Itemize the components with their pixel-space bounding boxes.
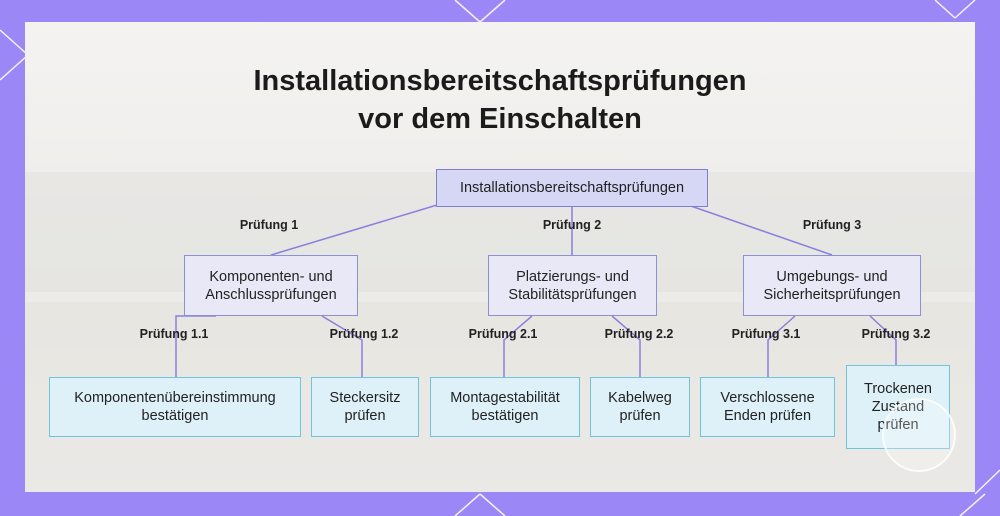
edge-label-branch-1: Prüfung 1 xyxy=(239,218,299,232)
leaf-node-3-1: Verschlossene Enden prüfen xyxy=(700,377,835,437)
branch-node-3: Umgebungs- und Sicherheitsprüfungen xyxy=(743,255,921,316)
leaf-node-2-1-label: Montagestabilität bestätigen xyxy=(450,390,560,424)
edge-root-branch-1 xyxy=(270,204,438,256)
edge-branch-1-leaf-1 xyxy=(175,315,216,377)
leaf-node-1-1: Komponentenübereinstimmung bestätigen xyxy=(49,377,301,437)
leaf-node-2-2: Kabelweg prüfen xyxy=(590,377,690,437)
watermark-logo-icon xyxy=(882,398,956,472)
edge-branch-3-leaf-2 xyxy=(869,315,897,365)
edge-branch-2-leaf-2 xyxy=(611,315,641,377)
edge-label-leaf-2-1: Prüfung 2.1 xyxy=(468,327,538,341)
edge-label-branch-2: Prüfung 2 xyxy=(542,218,602,232)
edge-branch-3-leaf-1 xyxy=(767,315,796,377)
branch-node-1-label: Komponenten- und Anschlussprüfungen xyxy=(205,268,337,303)
title-line-2: vor dem Einschalten xyxy=(358,103,642,135)
edge-label-branch-3: Prüfung 3 xyxy=(802,218,862,232)
leaf-node-2-1: Montagestabilität bestätigen xyxy=(430,377,580,437)
leaf-node-1-2: Steckersitz prüfen xyxy=(311,377,419,437)
edge-label-leaf-1-1: Prüfung 1.1 xyxy=(139,327,209,341)
branch-node-2: Platzierungs- und Stabilitätsprüfungen xyxy=(488,255,657,316)
edge-label-leaf-3-1: Prüfung 3.1 xyxy=(731,327,801,341)
root-node: Installationsbereitschaftsprüfungen xyxy=(436,169,708,207)
edge-label-leaf-1-2: Prüfung 1.2 xyxy=(329,327,399,341)
title-line-1: Installationsbereitschaftsprüfungen xyxy=(253,65,747,97)
edge-label-leaf-2-2: Prüfung 2.2 xyxy=(604,327,674,341)
diagram-title: Installationsbereitschaftsprüfungen vor … xyxy=(0,62,1000,138)
edge-branch-2-leaf-1 xyxy=(503,315,533,377)
leaf-node-3-1-label: Verschlossene Enden prüfen xyxy=(720,390,815,424)
root-node-label: Installationsbereitschaftsprüfungen xyxy=(459,180,685,196)
leaf-node-1-1-label: Komponentenübereinstimmung bestätigen xyxy=(74,390,276,424)
branch-node-3-label: Umgebungs- und Sicherheitsprüfungen xyxy=(763,268,901,303)
branch-node-1: Komponenten- und Anschlussprüfungen xyxy=(184,255,358,316)
leaf-node-1-2-label: Steckersitz prüfen xyxy=(329,390,401,424)
edge-branch-1-leaf-2 xyxy=(321,315,363,377)
branch-node-2-label: Platzierungs- und Stabilitätsprüfungen xyxy=(508,268,637,303)
edge-label-leaf-3-2: Prüfung 3.2 xyxy=(861,327,931,341)
edge-root-branch-3 xyxy=(687,204,833,256)
leaf-node-2-2-label: Kabelweg prüfen xyxy=(608,390,672,424)
